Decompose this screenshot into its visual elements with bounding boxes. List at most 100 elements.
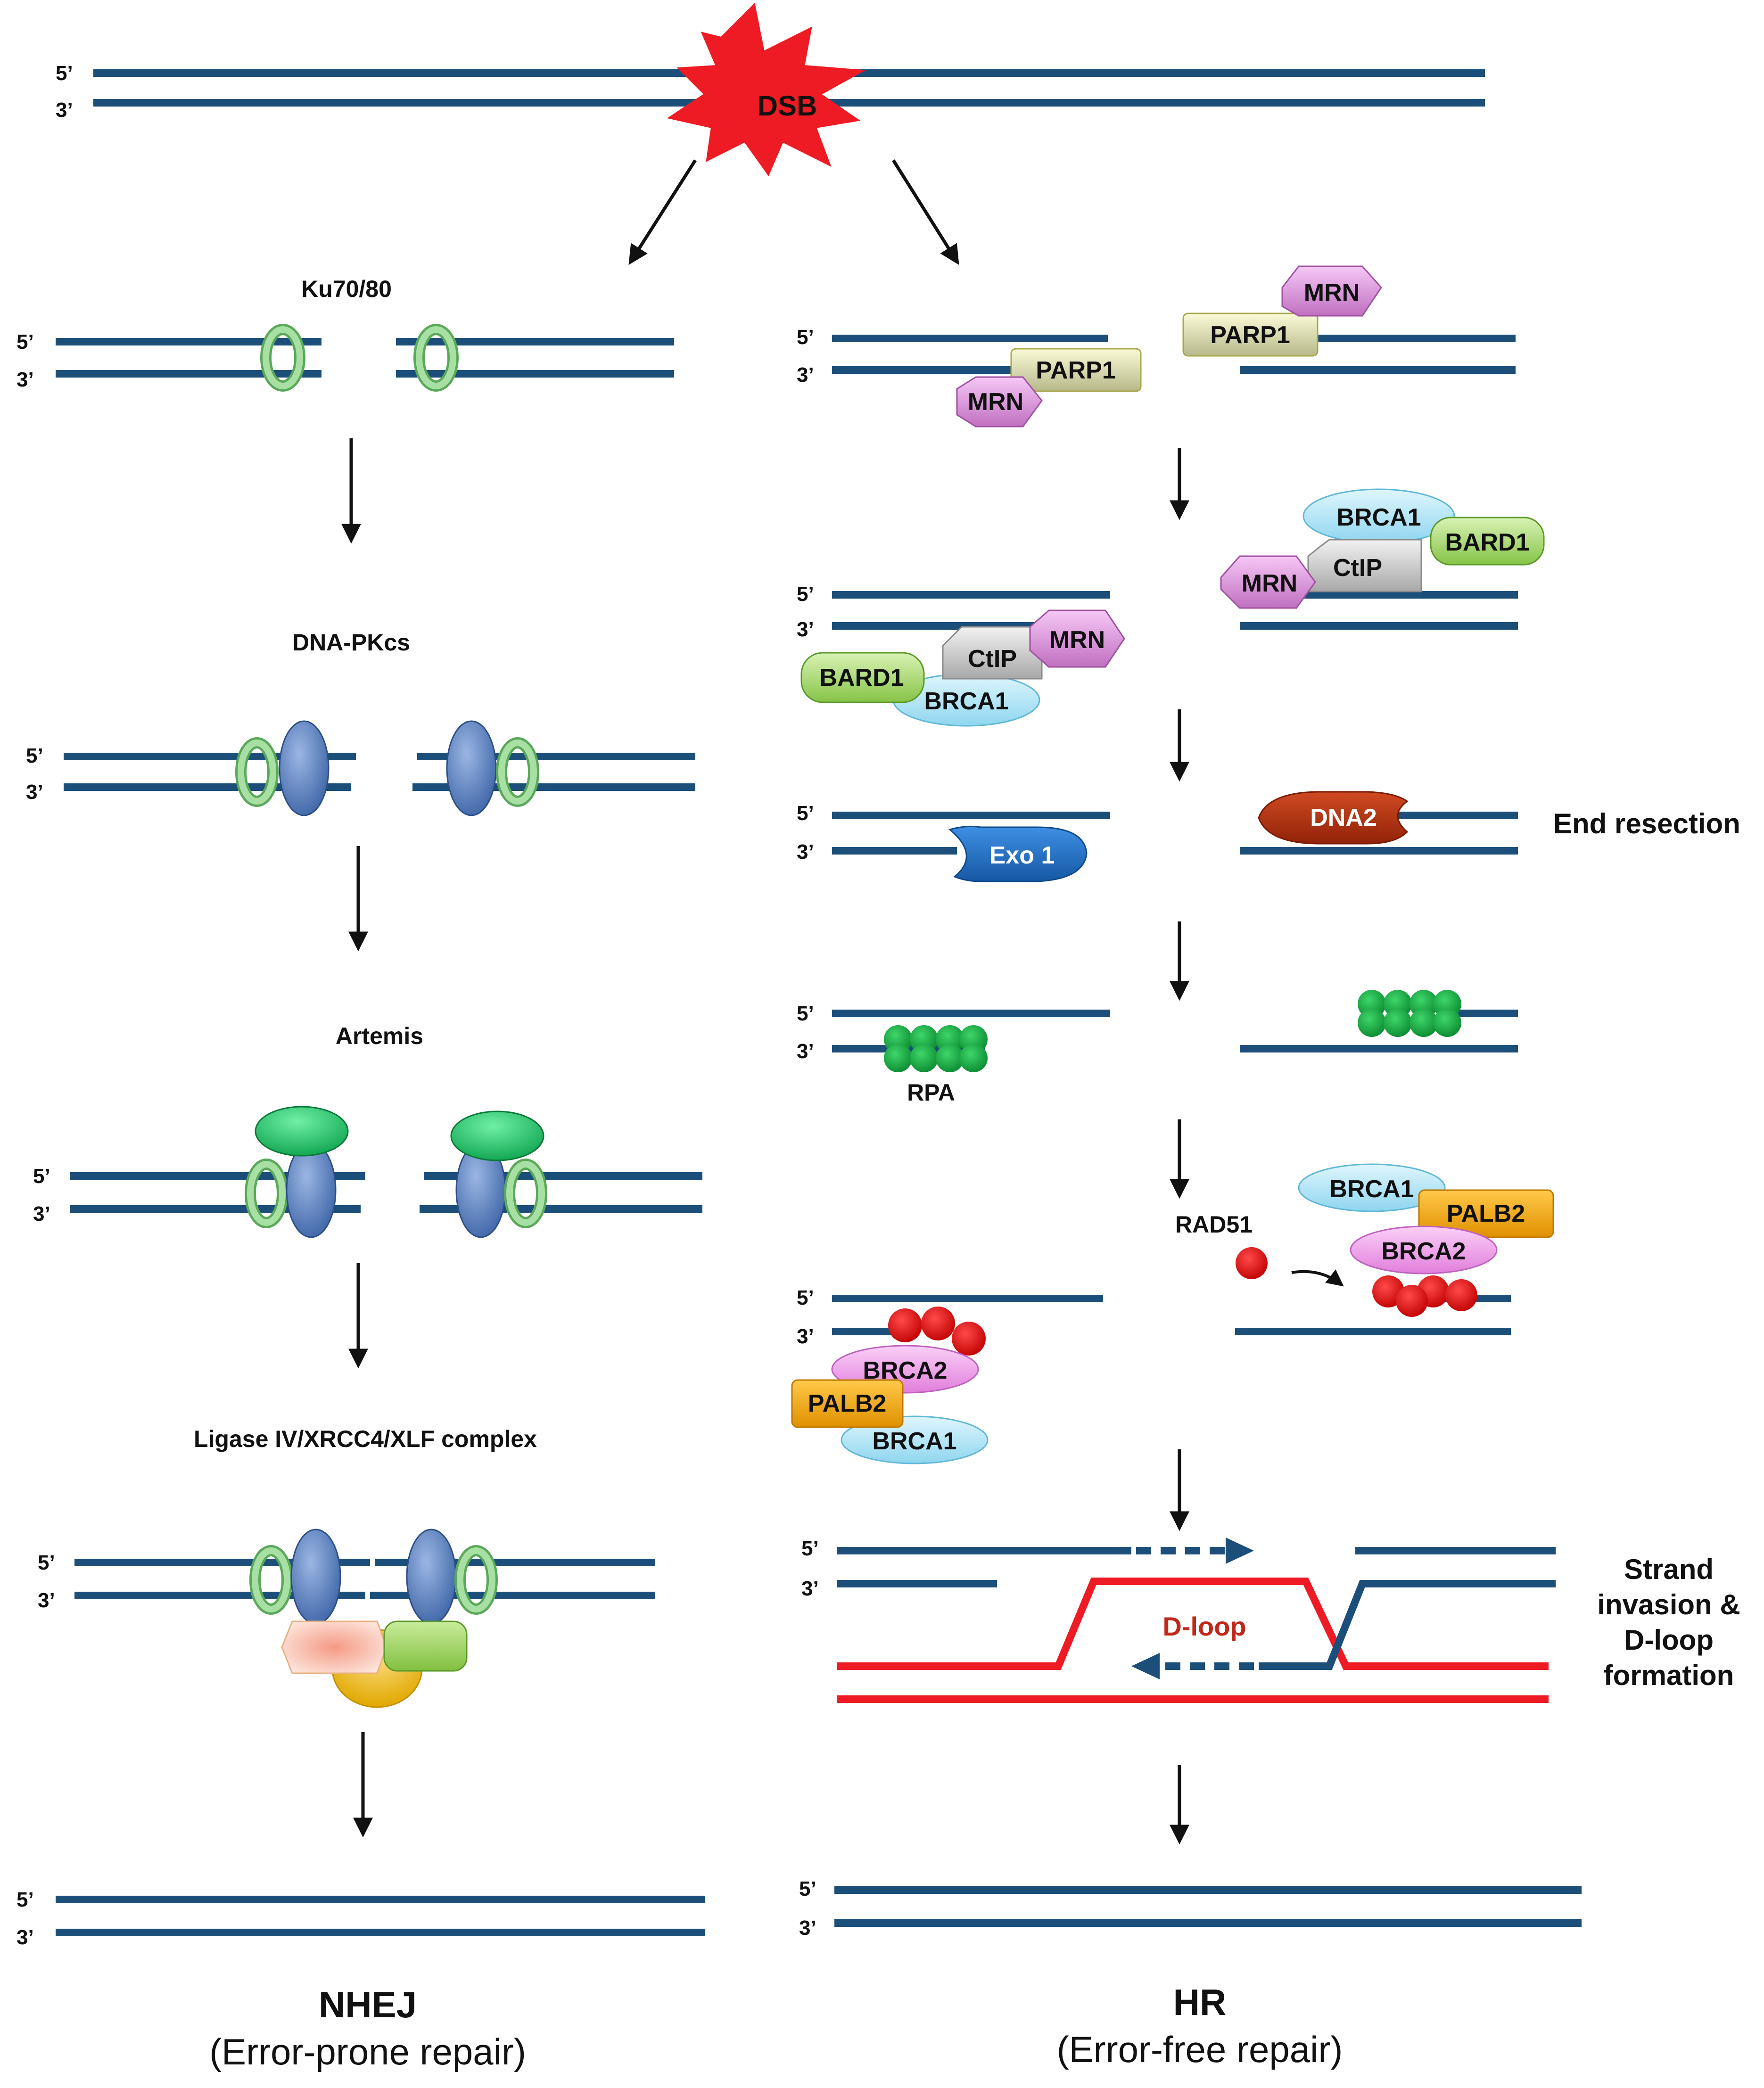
end-label-5: 5’ [16, 1888, 34, 1911]
ligase-label: Ligase IV/XRCC4/XLF complex [194, 1426, 537, 1452]
mrn-protein: MRN [956, 376, 1043, 427]
nhej-title: NHEJ [319, 1984, 417, 2025]
rad51-monomer [1236, 1247, 1268, 1279]
brca2-protein: BRCA2 [1350, 1225, 1498, 1274]
end-label-3: 3’ [56, 99, 73, 122]
palb2-protein: PALB2 [1418, 1189, 1554, 1238]
dnapkcs-shape [279, 720, 330, 816]
rad51-filament [888, 1307, 986, 1356]
artemis-shape [450, 1110, 544, 1161]
bard1-protein: BARD1 [800, 652, 925, 703]
palb2-protein: PALB2 [791, 1379, 904, 1428]
extension-arrowhead [1226, 1537, 1254, 1564]
svg-text:Exo 1: Exo 1 [989, 842, 1055, 869]
svg-text:BRCA1: BRCA1 [924, 688, 1008, 715]
brca1-protein: BRCA1 [1298, 1163, 1446, 1212]
hr-title: HR [1173, 1981, 1227, 2023]
svg-text:PALB2: PALB2 [1447, 1200, 1525, 1227]
svg-text:MRN: MRN [1242, 570, 1297, 597]
nhej-column: Ku70/80 5’ 3’ DNA-PKcs 5’ 3’ Artemis [16, 276, 705, 2072]
dnapkcs-shape [406, 1529, 457, 1625]
dsb-burst-shape [667, 2, 866, 177]
ctip-protein: CtIP [1307, 539, 1422, 592]
dloop-label: D-loop [1162, 1611, 1246, 1641]
hr-subtitle: (Error-free repair) [1057, 2029, 1343, 2070]
ku-ring [454, 1545, 498, 1615]
ku-ring [235, 737, 279, 807]
arrow-to-hr [892, 159, 959, 265]
rad51-filament [1372, 1275, 1477, 1317]
end-label-3: 3’ [801, 1577, 819, 1600]
end-label-3: 3’ [797, 1040, 814, 1063]
end-label-5: 5’ [797, 326, 814, 349]
end-label-3: 3’ [797, 840, 814, 863]
svg-text:MRN: MRN [1304, 279, 1360, 306]
artemis-label: Artemis [336, 1023, 423, 1049]
brca1-protein: BRCA1 [841, 1415, 989, 1464]
end-resection-label: End resection [1553, 808, 1740, 839]
ku-ring [245, 1159, 288, 1228]
bard1-protein: BARD1 [1430, 517, 1545, 566]
svg-text:PALB2: PALB2 [808, 1390, 887, 1417]
svg-text:BRCA1: BRCA1 [1336, 504, 1421, 531]
mrn-protein: MRN [1220, 555, 1316, 609]
dnapkcs-shape [446, 720, 497, 816]
svg-text:DNA2: DNA2 [1310, 804, 1377, 831]
end-label-5: 5’ [797, 1286, 814, 1309]
ku-ring [249, 1545, 293, 1615]
invading-strand [1259, 1580, 1556, 1670]
end-label-3: 3’ [26, 781, 43, 804]
end-label-3: 3’ [799, 1916, 816, 1940]
template-strand-top [837, 1578, 1549, 1670]
hr-column: 5’ 3’ PARP1 MRN PARP1 MRN 5’ 3’ BRCA1 [791, 265, 1740, 2070]
svg-text:BRCA1: BRCA1 [1329, 1176, 1414, 1203]
parp1-protein: PARP1 [1010, 348, 1142, 392]
end-label-3: 3’ [797, 618, 814, 641]
end-label-3: 3’ [38, 1589, 55, 1612]
exo1-protein: Exo 1 [948, 825, 1088, 882]
rad51-loading-arrow [1291, 1269, 1344, 1287]
xrcc4-shape [383, 1620, 468, 1672]
end-label-5: 5’ [797, 802, 814, 825]
svg-text:PARP1: PARP1 [1036, 357, 1116, 384]
dsb-label: DSB [758, 90, 817, 122]
rpa-cluster [1358, 990, 1461, 1037]
brca1-protein: BRCA1 [892, 673, 1040, 727]
end-label-5: 5’ [801, 1537, 819, 1560]
parp1-protein: PARP1 [1182, 312, 1319, 357]
end-label-3: 3’ [797, 363, 814, 386]
ku-label: Ku70/80 [301, 276, 392, 302]
svg-text:CtIP: CtIP [968, 645, 1017, 673]
mrn-protein: MRN [1281, 265, 1382, 317]
end-label-5: 5’ [56, 62, 73, 85]
svg-text:BARD1: BARD1 [819, 664, 904, 691]
end-label-5: 5’ [33, 1165, 50, 1188]
arrow-to-nhej [628, 159, 697, 265]
extension-arrowhead-left [1131, 1653, 1160, 1679]
dna2-protein: DNA2 [1258, 791, 1409, 845]
end-label-3: 3’ [797, 1325, 814, 1348]
dsb-burst: DSB [667, 2, 866, 177]
mrn-protein: MRN [1029, 609, 1125, 668]
end-label-3: 3’ [16, 1926, 34, 1949]
strand-invasion-label-3: D-loop [1624, 1624, 1714, 1656]
svg-text:PARP1: PARP1 [1210, 321, 1290, 349]
rpa-cluster [884, 1025, 988, 1072]
ctip-protein: CtIP [942, 626, 1043, 680]
ku-ring [504, 1159, 547, 1228]
svg-text:MRN: MRN [968, 388, 1023, 416]
strand-invasion-label-2: invasion & [1597, 1589, 1740, 1620]
end-label-5: 5’ [38, 1551, 55, 1574]
ligase-iv-shape [281, 1620, 387, 1674]
end-label-5: 5’ [797, 583, 814, 606]
ku-ring-left [260, 324, 305, 392]
end-label-3: 3’ [33, 1202, 50, 1225]
dnapkcs-shape [286, 1142, 337, 1238]
dnapkcs-label: DNA-PKcs [292, 629, 410, 656]
end-label-5: 5’ [26, 744, 43, 767]
artemis-shape [255, 1106, 349, 1157]
strand-invasion-label-4: formation [1604, 1660, 1734, 1691]
rpa-label: RPA [907, 1079, 955, 1106]
end-label-5: 5’ [799, 1877, 816, 1900]
